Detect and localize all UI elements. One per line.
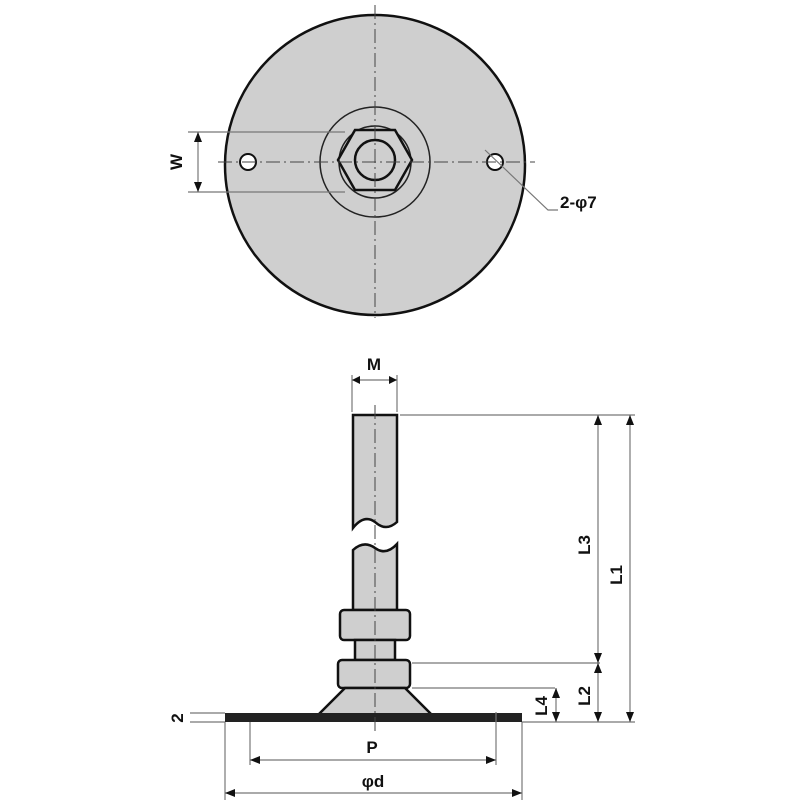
label-l2: L2 [575, 686, 594, 706]
base-plate [225, 713, 522, 722]
label-holes: 2-φ7 [560, 193, 597, 212]
label-d: φd [362, 772, 385, 791]
label-l4: L4 [532, 696, 551, 716]
label-plate-thickness: 2 [168, 713, 187, 722]
label-l1: L1 [607, 565, 626, 585]
label-l3: L3 [575, 535, 594, 555]
label-m: M [367, 355, 381, 374]
base-nut [336, 658, 412, 690]
label-p: P [366, 738, 377, 757]
label-w: W [167, 153, 186, 170]
top-view: W 2-φ7 [167, 5, 597, 318]
side-view: M L3 L1 L2 L4 2 [168, 355, 635, 800]
